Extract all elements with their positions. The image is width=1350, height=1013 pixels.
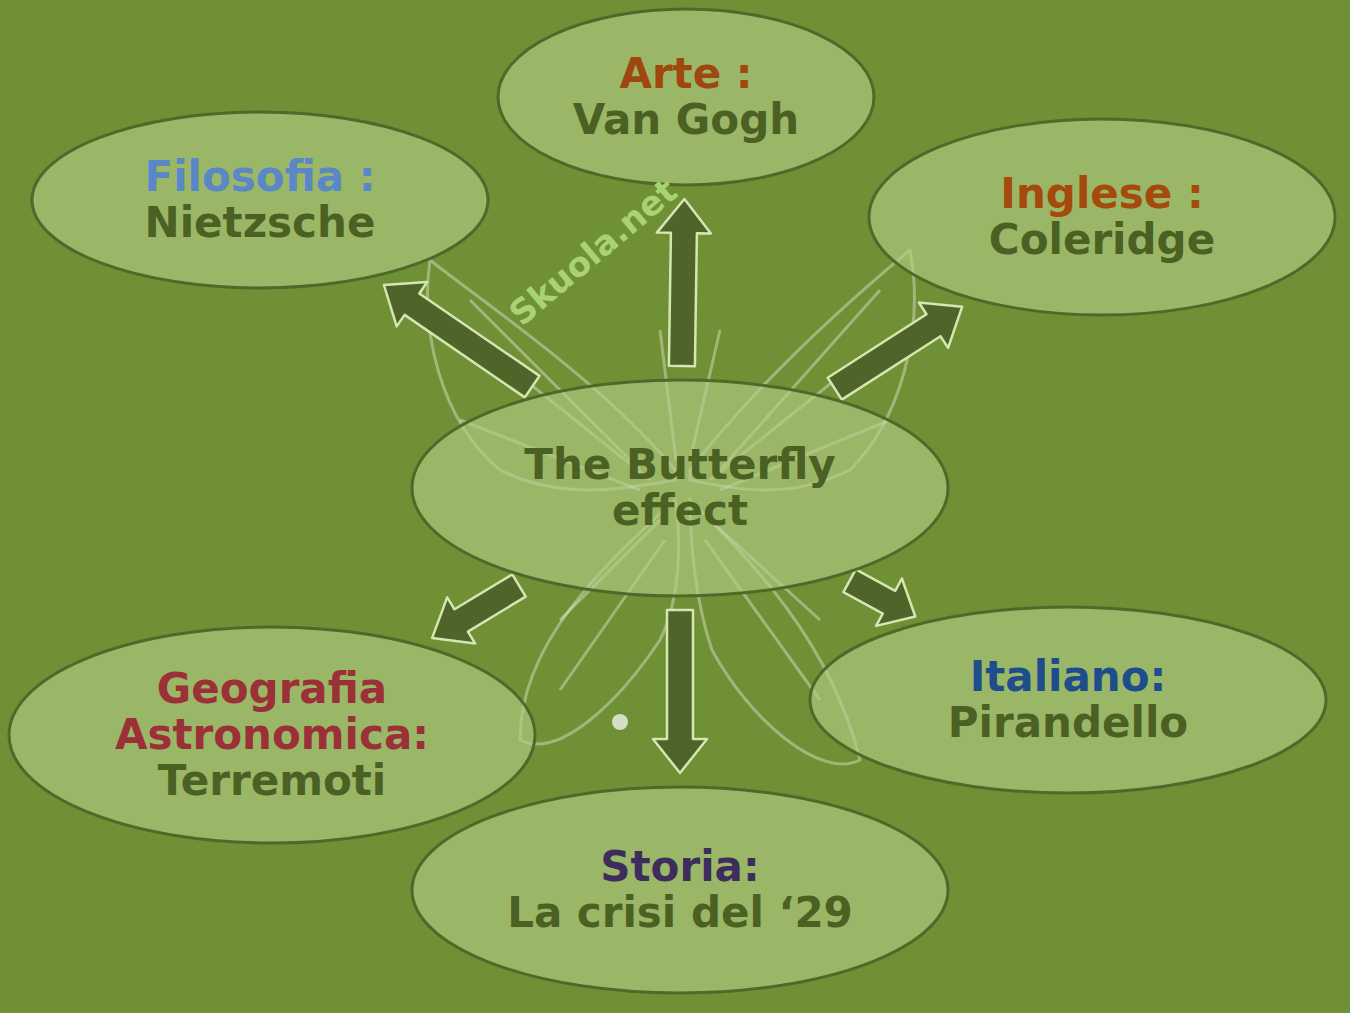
topic-text: Van Gogh: [573, 97, 799, 143]
topic-ellipse: Geografia Astronomica:Terremoti: [7, 625, 537, 845]
topic-text: The Butterfly effect: [486, 442, 875, 534]
subject-heading: Inglese :: [1000, 171, 1203, 217]
text-holder: Geografia Astronomica:Terremoti: [81, 625, 463, 845]
topic-ellipse: Arte :Van Gogh: [496, 7, 876, 187]
subject-heading: Italiano:: [970, 654, 1167, 700]
watermark: Skuola.net: [501, 171, 684, 334]
subject-heading: Storia:: [600, 844, 759, 890]
topic-ellipse: Storia:La crisi del ‘29: [410, 785, 950, 995]
topic-text: Pirandello: [948, 700, 1188, 746]
topic-text: Terremoti: [158, 758, 387, 804]
topic-text: Nietzsche: [145, 200, 376, 246]
subject-heading: Filosofia :: [144, 154, 375, 200]
topic-ellipse: The Butterfly effect: [410, 378, 950, 598]
block-arrow: [828, 303, 962, 400]
text-holder: Arte :Van Gogh: [549, 7, 823, 187]
topic-ellipse: Filosofia :Nietzsche: [30, 110, 490, 290]
text-holder: Filosofia :Nietzsche: [94, 110, 425, 290]
text-holder: Inglese :Coleridge: [933, 117, 1271, 317]
block-arrow: [432, 574, 526, 643]
topic-text: La crisi del ‘29: [507, 890, 853, 936]
topic-text: Coleridge: [989, 217, 1215, 263]
text-holder: Italiano:Pirandello: [881, 605, 1255, 795]
block-arrow: [843, 569, 915, 626]
subject-heading: Arte :: [619, 51, 752, 97]
block-arrow: [657, 199, 711, 366]
text-holder: The Butterfly effect: [486, 378, 875, 598]
subject-heading: Geografia Astronomica:: [81, 666, 463, 758]
block-arrow: [653, 610, 707, 773]
topic-ellipse: Inglese :Coleridge: [867, 117, 1337, 317]
topic-ellipse: Italiano:Pirandello: [808, 605, 1328, 795]
text-holder: Storia:La crisi del ‘29: [486, 785, 875, 995]
